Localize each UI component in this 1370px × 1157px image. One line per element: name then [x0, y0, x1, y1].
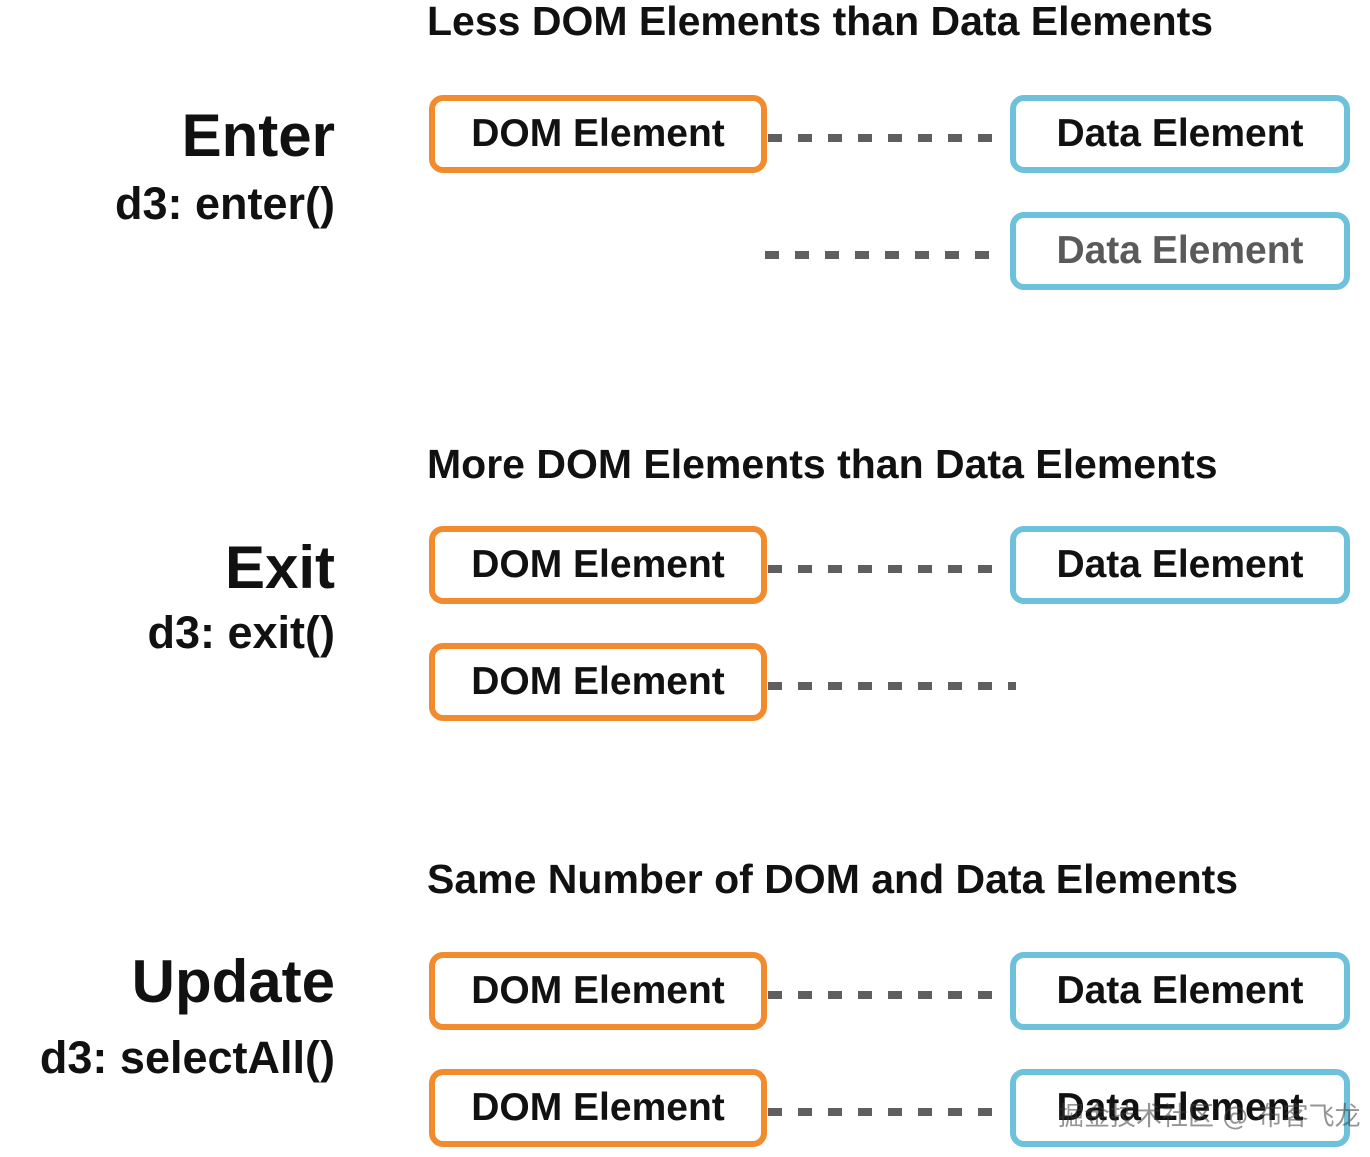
section-title-exit: More DOM Elements than Data Elements	[427, 441, 1218, 487]
data-element-box: Data Element	[1010, 952, 1350, 1030]
data-element-label: Data Element	[1056, 112, 1304, 155]
data-element-label: Data Element	[1056, 969, 1304, 1012]
dom-element-label: DOM Element	[471, 660, 725, 703]
binding-connector	[768, 134, 1000, 142]
enter-label: Enter	[181, 102, 335, 169]
data-element-label: Data Element	[1056, 543, 1304, 586]
binding-connector	[765, 251, 1000, 259]
exit-function-label: d3: exit()	[147, 607, 335, 658]
data-element-box: Data Element	[1010, 212, 1350, 290]
dom-element-box: DOM Element	[429, 643, 767, 721]
dom-element-box: DOM Element	[429, 1069, 767, 1147]
dom-element-box: DOM Element	[429, 952, 767, 1030]
watermark: 掘金技术社区 @ 布客飞龙	[1058, 1102, 1361, 1132]
section-title-enter: Less DOM Elements than Data Elements	[427, 0, 1214, 44]
dom-element-label: DOM Element	[471, 112, 725, 155]
dom-element-box: DOM Element	[429, 526, 767, 604]
data-element-label: Data Element	[1056, 229, 1304, 272]
binding-connector	[768, 682, 1016, 690]
data-element-box: Data Element	[1010, 95, 1350, 173]
enter-function-label: d3: enter()	[114, 178, 335, 229]
exit-label: Exit	[224, 534, 335, 601]
dom-element-label: DOM Element	[471, 543, 725, 586]
dom-element-label: DOM Element	[471, 969, 725, 1012]
binding-connector	[768, 991, 1000, 999]
dom-element-box: DOM Element	[429, 95, 767, 173]
data-element-box: Data Element	[1010, 1069, 1350, 1147]
update-function-label: d3: selectAll()	[39, 1032, 335, 1083]
binding-connector	[768, 565, 1000, 573]
section-title-update: Same Number of DOM and Data Elements	[427, 856, 1239, 902]
data-element-box: Data Element	[1010, 526, 1350, 604]
binding-connector	[768, 1108, 1000, 1116]
update-label: Update	[131, 948, 335, 1015]
data-element-label: Data Element	[1056, 1086, 1304, 1129]
dom-element-label: DOM Element	[471, 1086, 725, 1129]
